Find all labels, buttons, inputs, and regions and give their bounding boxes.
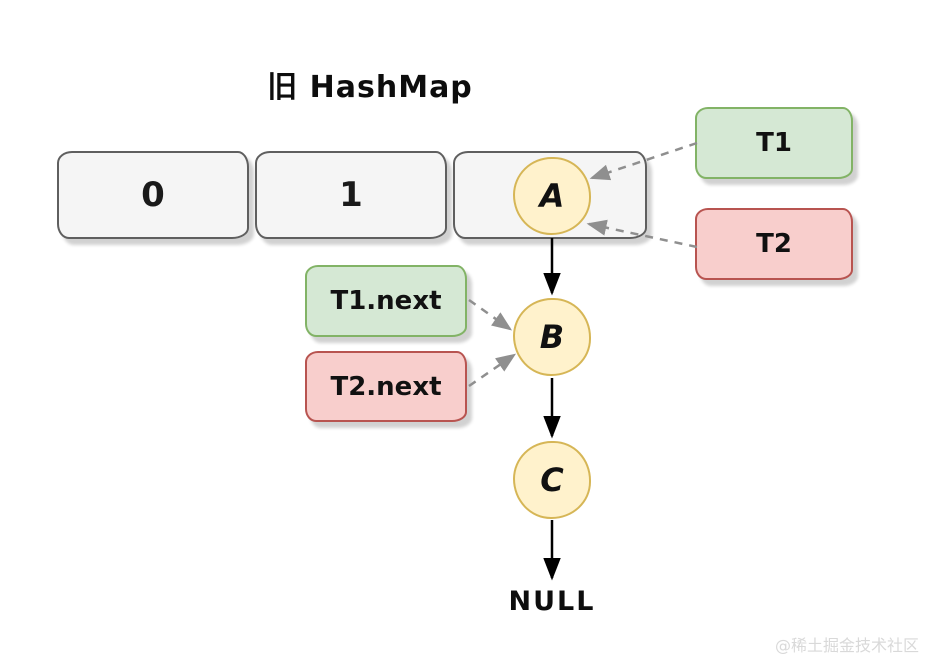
arrow-t1next-to-b [468,298,513,331]
pointer-box-t1: T1 [695,107,853,179]
array-bucket-0: 0 [57,151,249,239]
pointer-box-t2: T2 [695,208,853,280]
bucket-0-label: 0 [141,175,165,215]
diagram-title: 旧 HashMap [267,70,473,105]
array-bucket-1: 1 [255,151,447,239]
pointer-box-t2-next: T2.next [305,351,467,422]
list-node-b: B [513,298,591,376]
pointer-t1-label: T1 [756,128,792,158]
pointer-box-t1-next: T1.next [305,265,467,337]
watermark: @稀土掘金技术社区 [774,636,919,655]
node-c-label: C [540,461,564,499]
pointer-t2-label: T2 [756,229,792,259]
list-node-c: C [513,441,591,519]
list-node-a: A [513,157,591,235]
pointer-t2-next-label: T2.next [330,371,442,402]
node-a-label: A [539,177,565,215]
null-terminal-label: NULL [508,586,596,617]
bucket-1-label: 1 [339,175,363,215]
arrow-t2next-to-b [468,353,517,388]
node-b-label: B [539,318,565,356]
pointer-t1-next-label: T1.next [330,286,442,316]
